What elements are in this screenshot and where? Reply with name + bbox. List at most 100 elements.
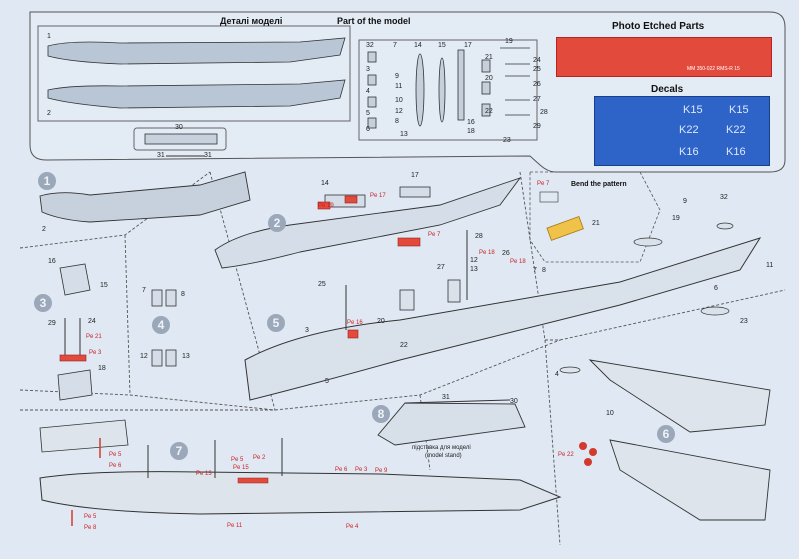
step7-pe2: Pe 2 bbox=[253, 455, 266, 461]
step1-part-2: 2 bbox=[42, 226, 46, 233]
step4-part-12: 12 bbox=[140, 353, 148, 360]
decal-k15-a: K15 bbox=[683, 104, 703, 116]
step7-pe4: Pe 4 bbox=[346, 524, 359, 530]
decal-k22-a: K22 bbox=[679, 124, 699, 136]
step-8-marker: 8 bbox=[372, 405, 390, 423]
decal-k16-a: K16 bbox=[679, 146, 699, 158]
sprue-part-15: 15 bbox=[438, 42, 446, 49]
step3-part-29: 29 bbox=[48, 320, 56, 327]
step5-part-27: 27 bbox=[437, 264, 445, 271]
decal-k15-b: K15 bbox=[729, 104, 749, 116]
step7-pe3: Pe 3 bbox=[355, 467, 368, 473]
sprue-part-11: 11 bbox=[395, 83, 403, 90]
photo-etched-fret: MM 350-022 RMS-R 15 bbox=[556, 37, 772, 77]
step7-pe11: Pe 11 bbox=[227, 523, 243, 529]
step-6-marker: 6 bbox=[657, 425, 675, 443]
stand-label-en: (model stand) bbox=[425, 453, 462, 459]
sprue-part-22: 22 bbox=[485, 108, 493, 115]
sprue-part-1: 1 bbox=[47, 33, 51, 40]
sprue-part-6: 6 bbox=[366, 126, 370, 133]
step7-pe5-detail: Pe 5 bbox=[109, 452, 122, 458]
bend-pe7: Pe 7 bbox=[537, 181, 550, 187]
sprue-part-16: 16 bbox=[467, 119, 475, 126]
step5-pe18-a: Pe 18 bbox=[479, 250, 495, 256]
step5-part-3: 3 bbox=[305, 327, 309, 334]
step5-part-6: 6 bbox=[714, 285, 718, 292]
sprue-part-20: 20 bbox=[485, 75, 493, 82]
bend-pattern-note: Bend the pattern bbox=[571, 181, 627, 188]
step2-pe7: Pe 7 bbox=[428, 232, 441, 238]
sprue-part-32: 32 bbox=[366, 42, 374, 49]
step5-part-28: 28 bbox=[475, 233, 483, 240]
step5-part-32: 32 bbox=[720, 194, 728, 201]
sprue-part-7: 7 bbox=[393, 42, 397, 49]
step-1-marker: 1 bbox=[38, 172, 56, 190]
step8-part-31: 31 bbox=[442, 394, 450, 401]
step7-pe5: Pe 5 bbox=[231, 457, 244, 463]
model-parts-heading-ua: Деталі моделі bbox=[220, 16, 283, 26]
step2-part-17: 17 bbox=[411, 172, 419, 179]
decal-sheet: K15 K15 K22 K22 K16 K16 bbox=[594, 96, 770, 166]
step5-part-12: 12 bbox=[470, 257, 478, 264]
sprue-part-25: 25 bbox=[533, 66, 541, 73]
step2-pe17: Pe 17 bbox=[370, 193, 386, 199]
sprue-part-21: 21 bbox=[485, 54, 493, 61]
step7-pe8: Pe 8 bbox=[84, 525, 97, 531]
sprue-part-31a: 31 bbox=[157, 152, 165, 159]
step4-part-8: 8 bbox=[181, 291, 185, 298]
step3-part-24: 24 bbox=[88, 318, 96, 325]
step5-part-20: 20 bbox=[377, 318, 385, 325]
sprue-part-9: 9 bbox=[395, 73, 399, 80]
step7-pe6-detail: Pe 6 bbox=[109, 463, 122, 469]
step5-part-5: 5 bbox=[325, 378, 329, 385]
pe-fret-code: MM 350-022 RMS-R 15 bbox=[687, 66, 740, 72]
step7-pe13: Pe 13 bbox=[196, 471, 212, 477]
sprue-part-30: 30 bbox=[175, 124, 183, 131]
step5-part-19: 19 bbox=[672, 215, 680, 222]
sprue-part-28: 28 bbox=[540, 109, 548, 116]
step3-pe21: Pe 21 bbox=[86, 334, 102, 340]
step5-part-23: 23 bbox=[740, 318, 748, 325]
step5-part-7: 7 bbox=[533, 267, 537, 274]
step5-part-26: 26 bbox=[502, 250, 510, 257]
step6-part-4: 4 bbox=[555, 371, 559, 378]
sprue-part-29: 29 bbox=[533, 123, 541, 130]
step7-pe9: Pe 9 bbox=[375, 468, 388, 474]
sprue-part-14: 14 bbox=[414, 42, 422, 49]
sprue-part-24: 24 bbox=[533, 57, 541, 64]
decals-heading: Decals bbox=[651, 84, 684, 95]
sprue-part-27: 27 bbox=[533, 96, 541, 103]
step3-part-15: 15 bbox=[100, 282, 108, 289]
sprue-part-8: 8 bbox=[395, 118, 399, 125]
sprue-part-12: 12 bbox=[395, 108, 403, 115]
model-parts-heading-en: Part of the model bbox=[337, 16, 411, 26]
sprue-part-5: 5 bbox=[366, 110, 370, 117]
sprue-part-17: 17 bbox=[464, 42, 472, 49]
stand-label-ua: підставка для моделі bbox=[412, 445, 471, 451]
sprue-part-31b: 31 bbox=[204, 152, 212, 159]
step4-part-7: 7 bbox=[142, 287, 146, 294]
step5-part-13: 13 bbox=[470, 266, 478, 273]
bend-part-21: 21 bbox=[592, 220, 600, 227]
sprue-part-23: 23 bbox=[503, 137, 511, 144]
step8-part-30: 30 bbox=[510, 398, 518, 405]
step5-part-22: 22 bbox=[400, 342, 408, 349]
sprue-part-10: 10 bbox=[395, 97, 403, 104]
step3-part-16: 16 bbox=[48, 258, 56, 265]
step5-part-8: 8 bbox=[542, 267, 546, 274]
photo-etched-heading: Photo Etched Parts bbox=[612, 21, 705, 32]
step-7-marker: 7 bbox=[170, 442, 188, 460]
step7-pe5-stern: Pe 5 bbox=[84, 514, 97, 520]
decal-k16-b: K16 bbox=[726, 146, 746, 158]
step6-part-10: 10 bbox=[606, 410, 614, 417]
step-2-marker: 2 bbox=[268, 214, 286, 232]
sprue-part-13: 13 bbox=[400, 131, 408, 138]
step2-part-14: 14 bbox=[321, 180, 329, 187]
step5-part-9: 9 bbox=[683, 198, 687, 205]
sprue-part-18: 18 bbox=[467, 128, 475, 135]
step5-part-25: 25 bbox=[318, 281, 326, 288]
step4-part-13: 13 bbox=[182, 353, 190, 360]
step5-pe16: Pe 16 bbox=[347, 320, 363, 326]
step6-pe22: Pe 22 bbox=[558, 452, 574, 458]
